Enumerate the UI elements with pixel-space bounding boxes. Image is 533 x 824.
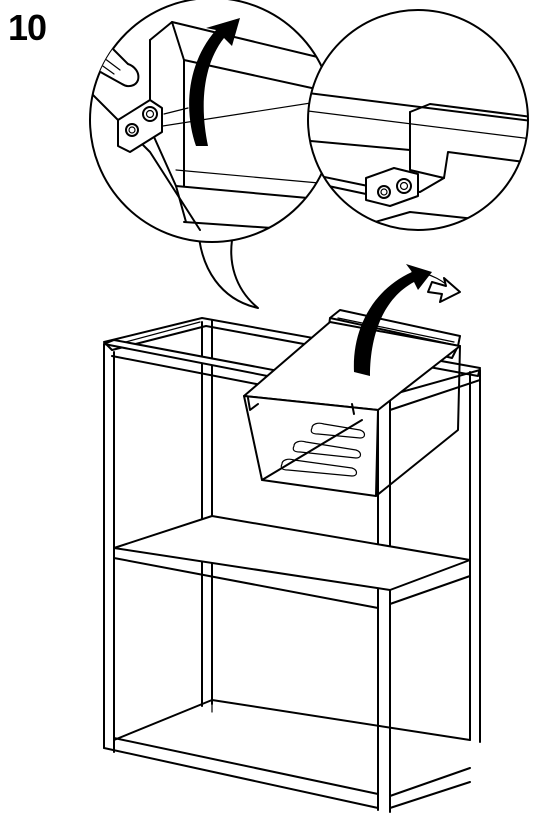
detail-leader <box>197 225 259 309</box>
bolt-icon <box>142 106 158 122</box>
detail-circle-right <box>307 9 529 231</box>
bolt-icon <box>396 178 412 194</box>
rotate-arrow-icon <box>189 18 240 146</box>
detail-circle-left <box>89 0 335 309</box>
rotate-arrow-icon <box>353 264 461 376</box>
basket-icon <box>243 264 461 497</box>
step-number: 10 <box>8 7 47 48</box>
